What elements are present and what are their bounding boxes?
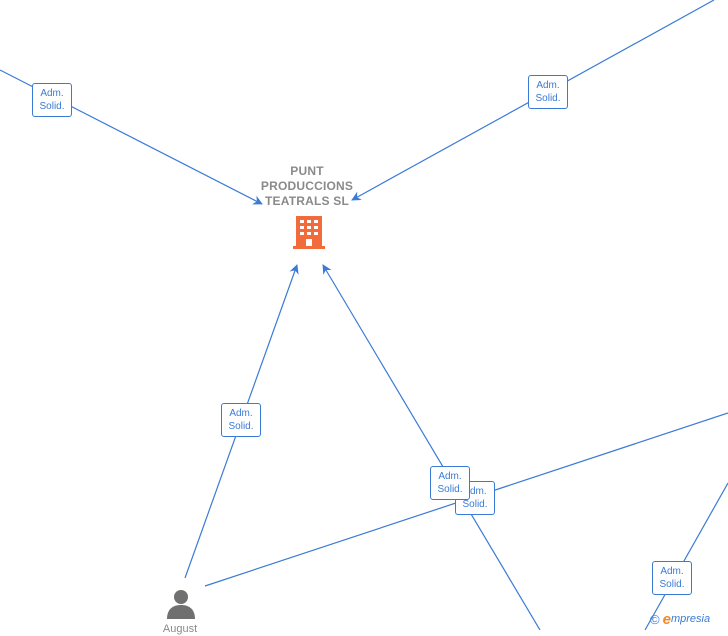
person-icon[interactable] (166, 588, 196, 620)
company-name-line: PUNT (290, 164, 324, 178)
relation-label-center-front[interactable]: Adm. Solid. (430, 466, 470, 500)
edge-bottom-right (644, 482, 728, 630)
relation-role: Adm. (660, 566, 684, 577)
relation-role-type: Solid. (462, 499, 488, 510)
brand-initial: e (662, 610, 671, 628)
relation-label-top-left[interactable]: Adm. Solid. (32, 83, 72, 117)
relation-role-type: Solid. (39, 101, 65, 112)
copyright-symbol: © (650, 611, 660, 627)
relation-label-bottom-right[interactable]: Adm. Solid. (652, 561, 692, 595)
relation-role: Adm. (229, 408, 253, 419)
company-name-line: TEATRALS SL (265, 194, 349, 208)
relation-role: Adm. (438, 471, 462, 482)
building-icon[interactable] (293, 214, 325, 250)
relation-role-type: Solid. (659, 579, 685, 590)
relation-label-top-right[interactable]: Adm. Solid. (528, 75, 568, 109)
relation-role-type: Solid. (535, 93, 561, 104)
relation-role: Adm. (40, 88, 64, 99)
relation-role-type: Solid. (437, 484, 463, 495)
company-name[interactable]: PUNT PRODUCCIONS TEATRALS SL (247, 164, 367, 209)
relation-label-person[interactable]: Adm. Solid. (221, 403, 261, 437)
relation-role: Adm. (463, 486, 487, 497)
brand-name: mpresia (670, 613, 711, 625)
edge-bottom-to-company (322, 264, 541, 630)
relation-role: Adm. (536, 80, 560, 91)
relation-role-type: Solid. (228, 421, 254, 432)
company-name-line: PRODUCCIONS (260, 179, 354, 193)
